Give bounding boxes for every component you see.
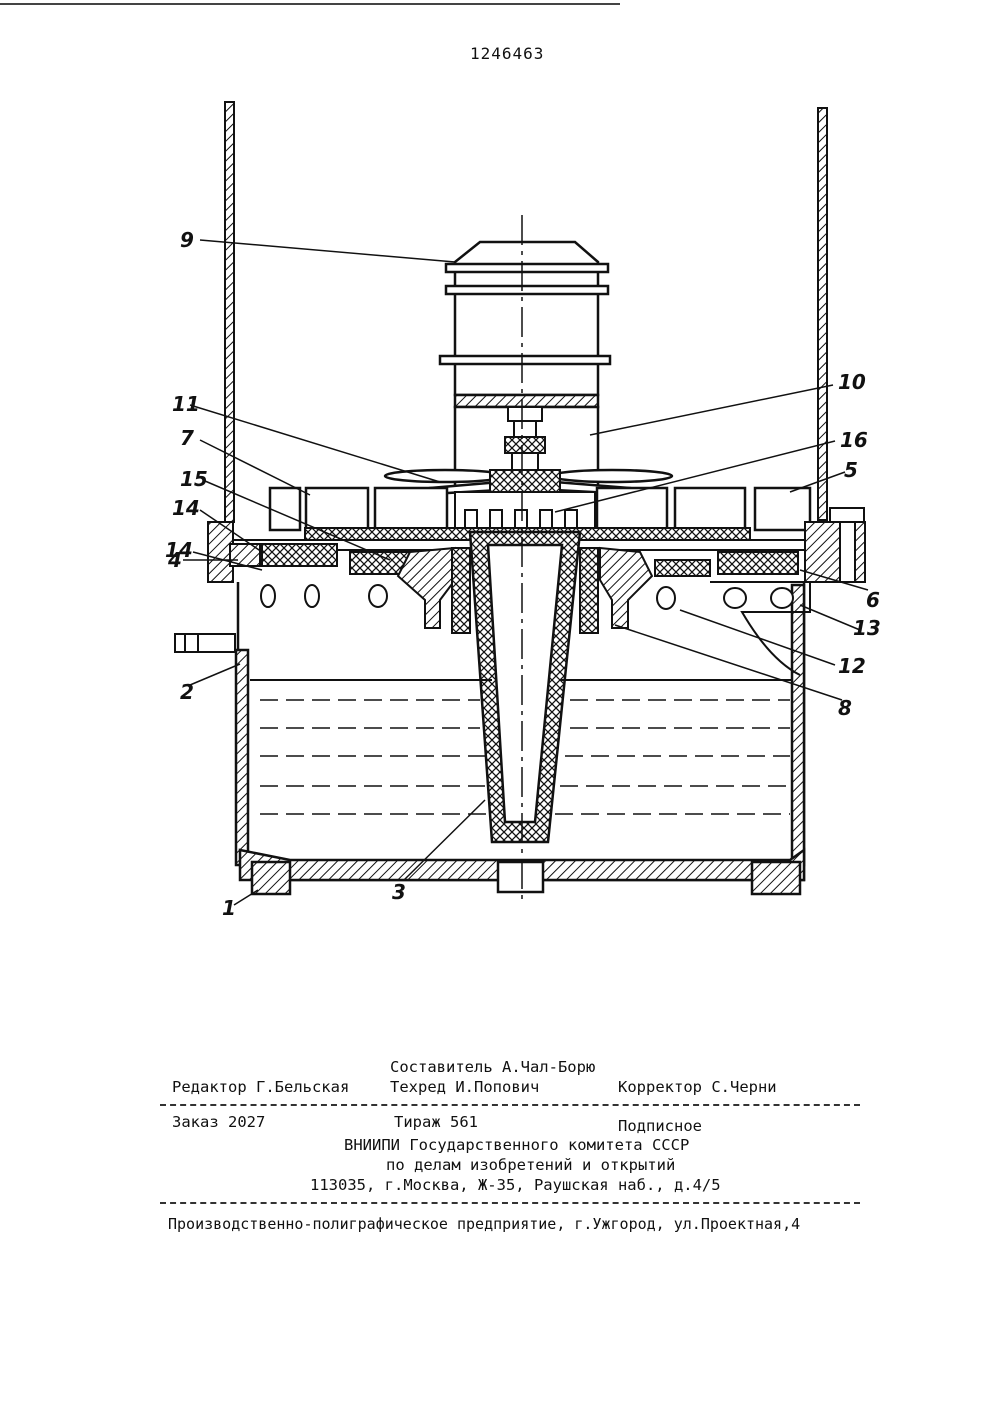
callout-3: 3 [392, 880, 406, 904]
air-holes [260, 584, 676, 610]
cone [468, 530, 582, 844]
callout-15: 15 [180, 467, 208, 491]
bearings [451, 547, 599, 634]
callout-1: 1 [222, 896, 236, 920]
callout-10: 10 [838, 370, 866, 394]
tank [234, 582, 806, 896]
liquid-level [250, 679, 792, 815]
bracket [710, 581, 811, 676]
inlet-nozzle [174, 633, 236, 653]
divider-1 [160, 1104, 860, 1106]
imprint-org-line1: ВНИИПИ Государственного комитета СССР [344, 1136, 690, 1154]
callout-9: 9 [180, 228, 194, 252]
imprint-subscription: Подписное [618, 1117, 702, 1135]
callout-5: 5 [844, 458, 858, 482]
imprint-circulation: Тираж 561 [394, 1113, 478, 1131]
callout-8: 8 [838, 696, 852, 720]
imprint-printer: Производственно-полиграфическое предприя… [168, 1215, 801, 1233]
scan-edge-line [0, 3, 620, 5]
callout-12: 12 [838, 654, 866, 678]
divider-2 [160, 1202, 860, 1204]
imprint-org-line2: по делам изобретений и открытий [386, 1156, 676, 1174]
callout-4: 4 [168, 548, 182, 572]
flange-seals [207, 507, 866, 629]
shaft-coupling [504, 406, 546, 472]
callout-16: 16 [840, 428, 868, 452]
callout-6: 6 [866, 588, 880, 612]
patent-number: 1246463 [470, 44, 545, 63]
callout-2: 2 [180, 680, 194, 704]
callout-13: 13 [853, 616, 881, 640]
callout-14-upper: 14 [172, 496, 200, 520]
callout-11: 11 [172, 392, 200, 416]
leader-lines [183, 239, 869, 906]
imprint-address: 113035, г.Москва, Ж-35, Раушская наб., д… [310, 1176, 721, 1194]
callout-7: 7 [180, 426, 194, 450]
callout-14-lower: 14 [165, 538, 193, 562]
imprint-corrector: Корректор С.Черни [618, 1078, 777, 1096]
imprint-editor: Редактор Г.Бельская [172, 1078, 350, 1096]
imprint-order: Заказ 2027 [172, 1113, 266, 1131]
imprint-compiler: Составитель А.Чал-Борю [390, 1058, 596, 1076]
imprint-techred: Техред И.Попович [390, 1078, 540, 1096]
